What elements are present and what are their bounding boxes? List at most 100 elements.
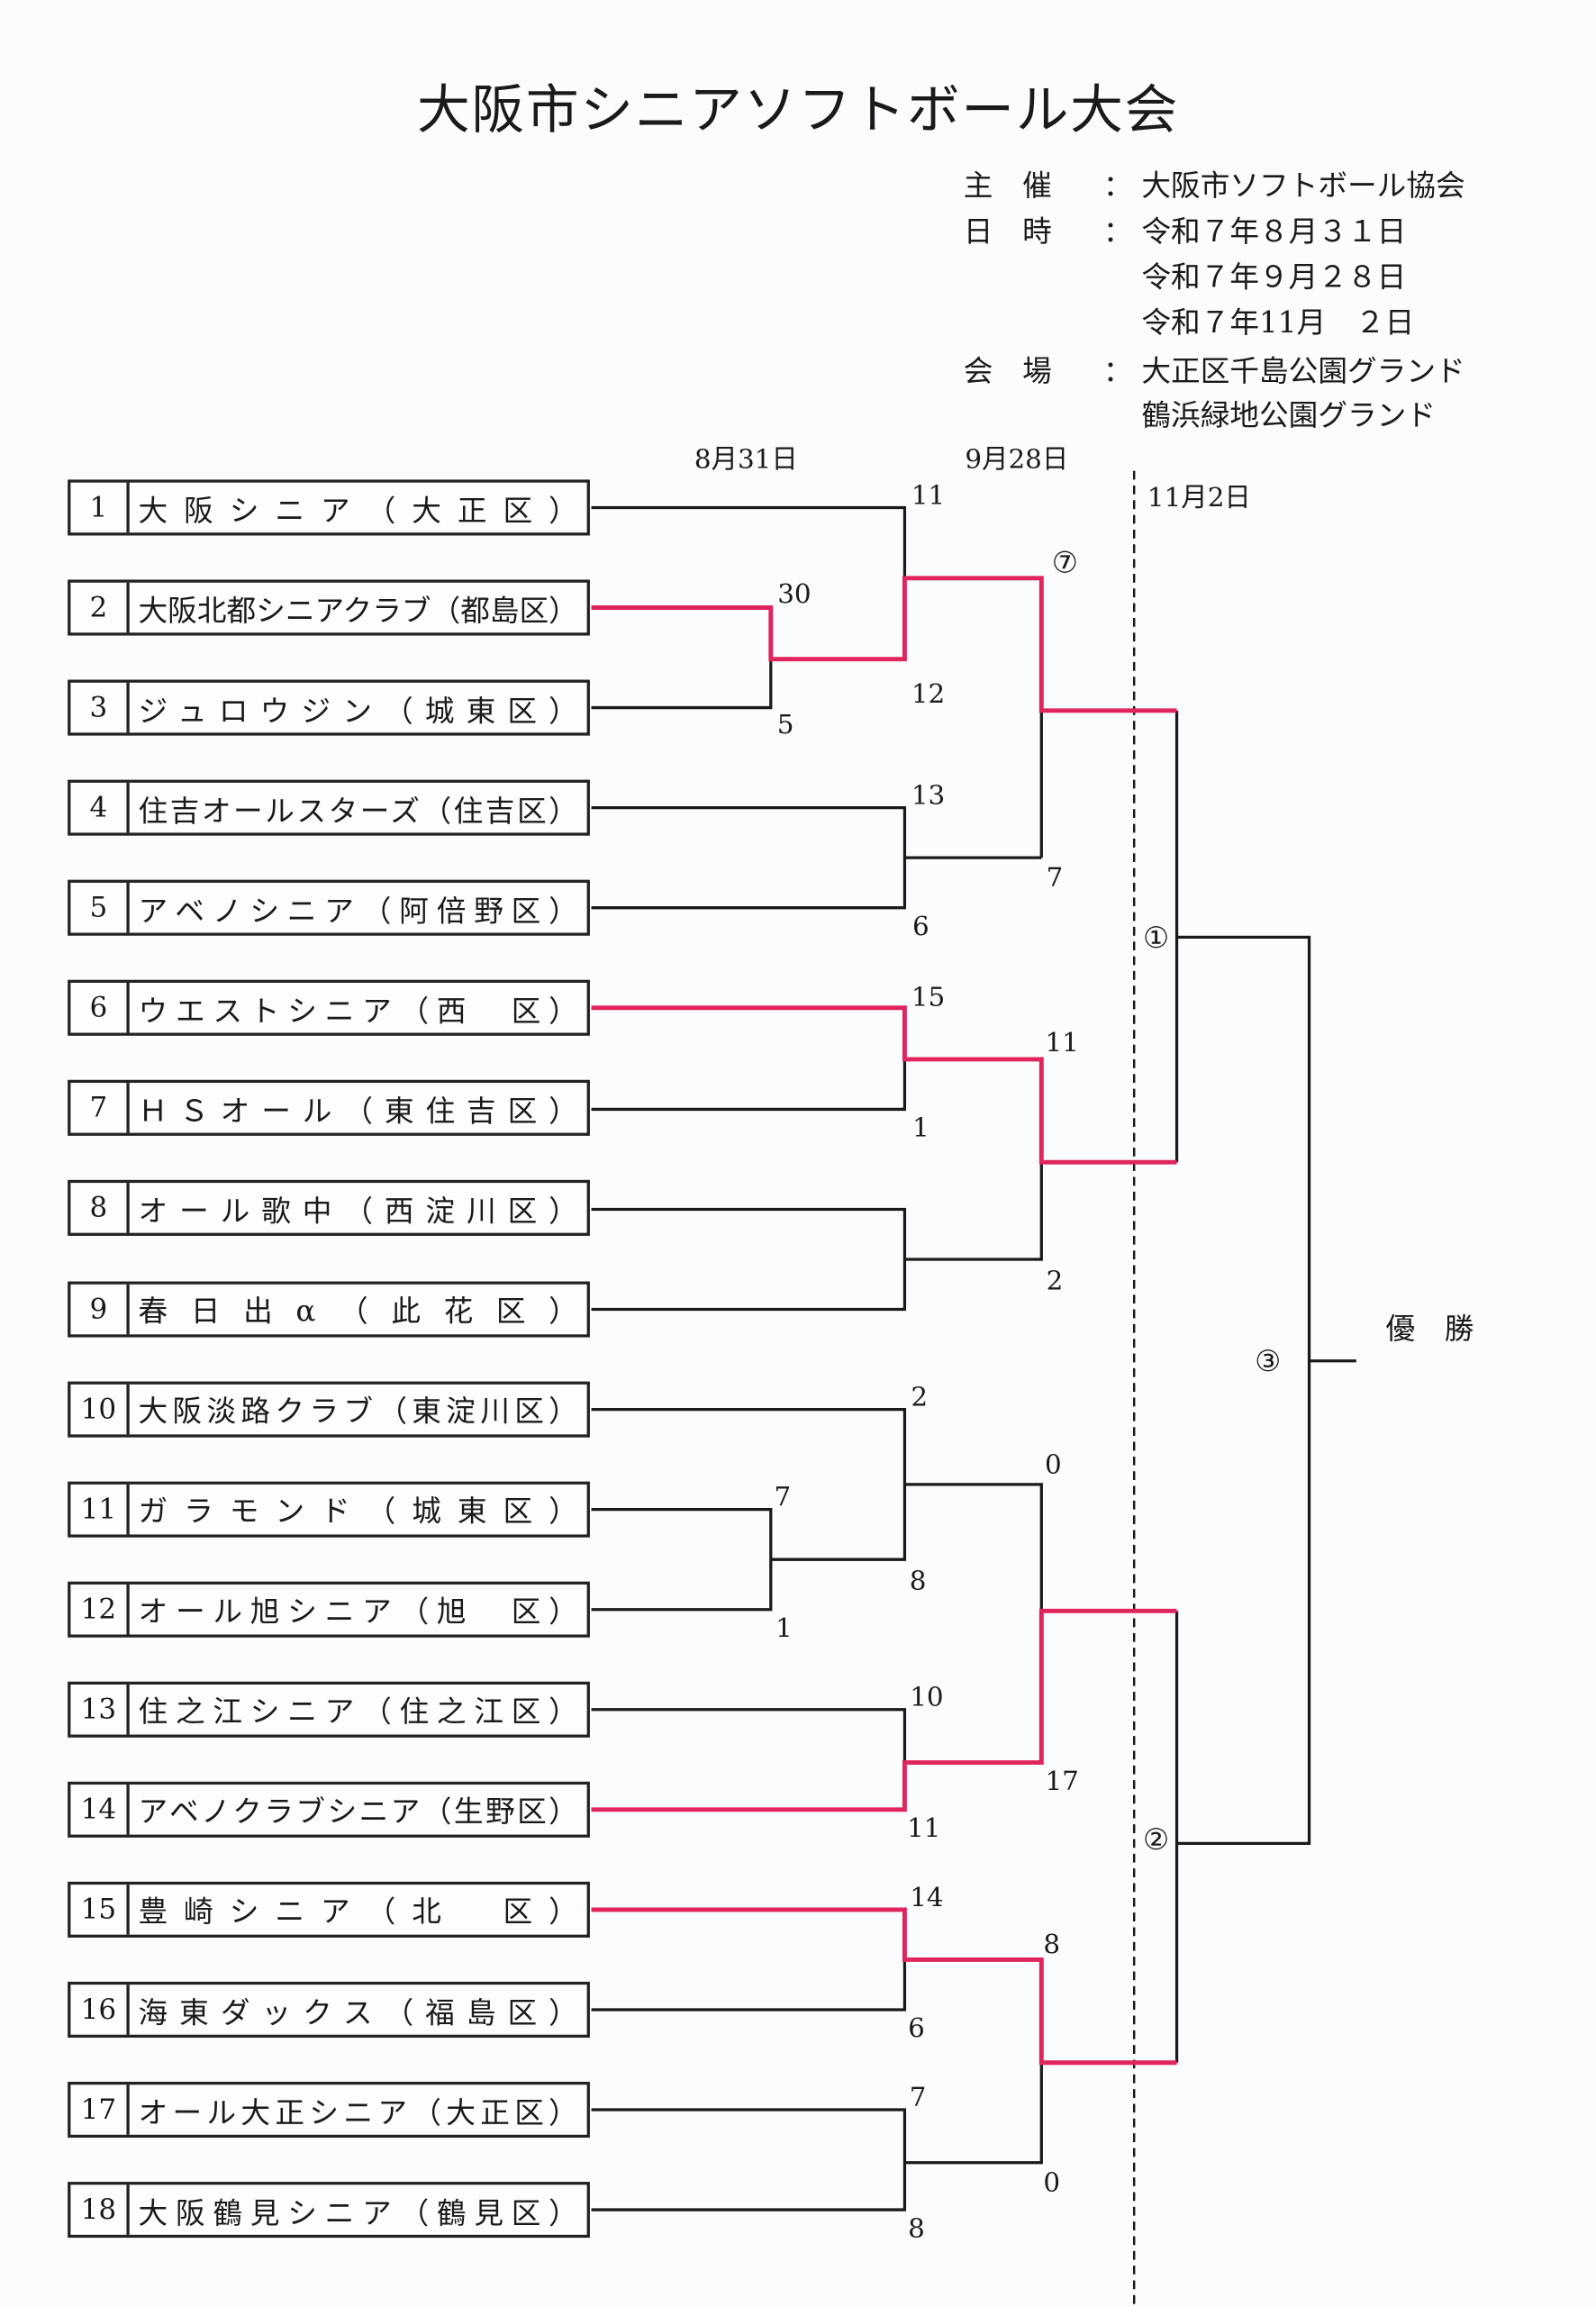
date-1: 令和７年８月３１日 xyxy=(1141,213,1407,250)
score: 6 xyxy=(912,911,929,943)
team-number: 7 xyxy=(70,1083,130,1134)
score: 17 xyxy=(1045,1766,1079,1797)
team-number: 4 xyxy=(70,783,130,833)
winner-path xyxy=(591,1005,1177,1165)
team-name: ウエストシニア（西 区） xyxy=(138,993,578,1029)
score: 7 xyxy=(1046,862,1064,895)
score: 13 xyxy=(911,780,946,812)
team-name: ＨＳオール（東住吉区） xyxy=(138,1093,578,1129)
team-number: 6 xyxy=(70,983,130,1034)
score: 1 xyxy=(775,1612,793,1645)
team-name: アベノシニア（阿倍野区） xyxy=(138,892,578,929)
score: 8 xyxy=(1043,1929,1061,1961)
score: 30 xyxy=(777,578,812,610)
date-label: 日 時 xyxy=(963,213,1052,250)
team-number: 14 xyxy=(70,1784,130,1835)
round-date-1: 8月31日 xyxy=(694,444,798,476)
date-3: 令和７年11月 ２日 xyxy=(1141,304,1415,341)
team-number: 2 xyxy=(70,582,130,633)
team-number: 1 xyxy=(70,482,130,533)
team-name: 住之江シニア（住之江区） xyxy=(138,1694,578,1730)
score: 15 xyxy=(911,982,946,1013)
round-date-3: 11月2日 xyxy=(1147,482,1251,513)
colon: ： xyxy=(1102,168,1133,204)
match-label-2: ② xyxy=(1143,1821,1170,1857)
team-name: 住吉オールスターズ（住吉区） xyxy=(138,792,578,829)
team-number: 3 xyxy=(70,683,130,733)
date-2: 令和７年９月２８日 xyxy=(1141,259,1407,295)
team-name: オール歌中（西淀川区） xyxy=(138,1193,578,1229)
score: 2 xyxy=(911,1382,929,1413)
team-name: 大阪シニア（大正区） xyxy=(138,492,578,528)
score: 2 xyxy=(1046,1266,1064,1297)
winner-path xyxy=(591,1907,1177,2066)
venue-label: 会 場 xyxy=(963,352,1052,389)
match-label-3: ③ xyxy=(1255,1343,1282,1379)
team-number: 17 xyxy=(70,2084,130,2135)
score: 8 xyxy=(908,2213,925,2245)
round-date-2: 9月28日 xyxy=(965,444,1069,476)
score: 5 xyxy=(776,710,794,741)
bracket-line xyxy=(591,1407,1179,2212)
score: 11 xyxy=(1045,1027,1079,1059)
team-name: オール大正シニア（大正区） xyxy=(138,2094,578,2130)
venue-2: 鶴浜緑地公園グランド xyxy=(1141,396,1437,433)
team-number: 8 xyxy=(70,1183,130,1234)
team-name: アベノクラブシニア（生野区） xyxy=(138,1794,578,1830)
team-name: 大阪鶴見シニア（鶴見区） xyxy=(138,2194,578,2230)
team-name: 春日出α（此花区） xyxy=(138,1293,578,1329)
score: 6 xyxy=(908,2013,925,2045)
team-name: 豊崎シニア（北 区） xyxy=(138,1894,578,1930)
team-name: 海東ダックス（福島区） xyxy=(138,1994,578,2030)
team-name: ジュロウジン（城東区） xyxy=(138,692,578,728)
score: 11 xyxy=(911,480,946,512)
score: 7 xyxy=(909,2082,927,2114)
team-number: 16 xyxy=(70,1985,130,2035)
match-label-7: ⑦ xyxy=(1051,544,1079,580)
team-name: 大阪北都シニアクラブ（都島区） xyxy=(138,592,578,628)
team-number: 9 xyxy=(70,1284,130,1334)
team-number: 10 xyxy=(70,1384,130,1434)
bracket-line xyxy=(591,505,1356,1846)
team-number: 11 xyxy=(70,1484,130,1534)
match-label-1: ① xyxy=(1143,919,1170,955)
score: 0 xyxy=(1043,2167,1061,2199)
score: 10 xyxy=(910,1682,944,1713)
score: 0 xyxy=(1045,1449,1062,1481)
organizer-label: 主 催 xyxy=(963,168,1052,204)
winner-path xyxy=(591,1608,1177,1812)
team-name: ガラモンド（城東区） xyxy=(138,1494,578,1530)
winner-path xyxy=(591,576,1177,713)
team-number: 13 xyxy=(70,1684,130,1735)
score: 14 xyxy=(910,1882,944,1913)
team-number: 5 xyxy=(70,883,130,933)
team-number: 18 xyxy=(70,2184,130,2236)
page-title: 大阪市シニアソフトボール大会 xyxy=(416,80,1180,141)
score: 11 xyxy=(906,1812,941,1845)
venue-1: 大正区千島公園グランド xyxy=(1141,352,1465,389)
score: 12 xyxy=(911,678,946,711)
colon: ： xyxy=(1102,213,1133,250)
team-number: 15 xyxy=(70,1885,130,1935)
team-name: オール旭シニア（旭 区） xyxy=(138,1594,578,1630)
colon: ： xyxy=(1102,352,1133,389)
score: 1 xyxy=(912,1113,929,1144)
team-name: 大阪淡路クラブ（東淀川区） xyxy=(138,1393,578,1430)
